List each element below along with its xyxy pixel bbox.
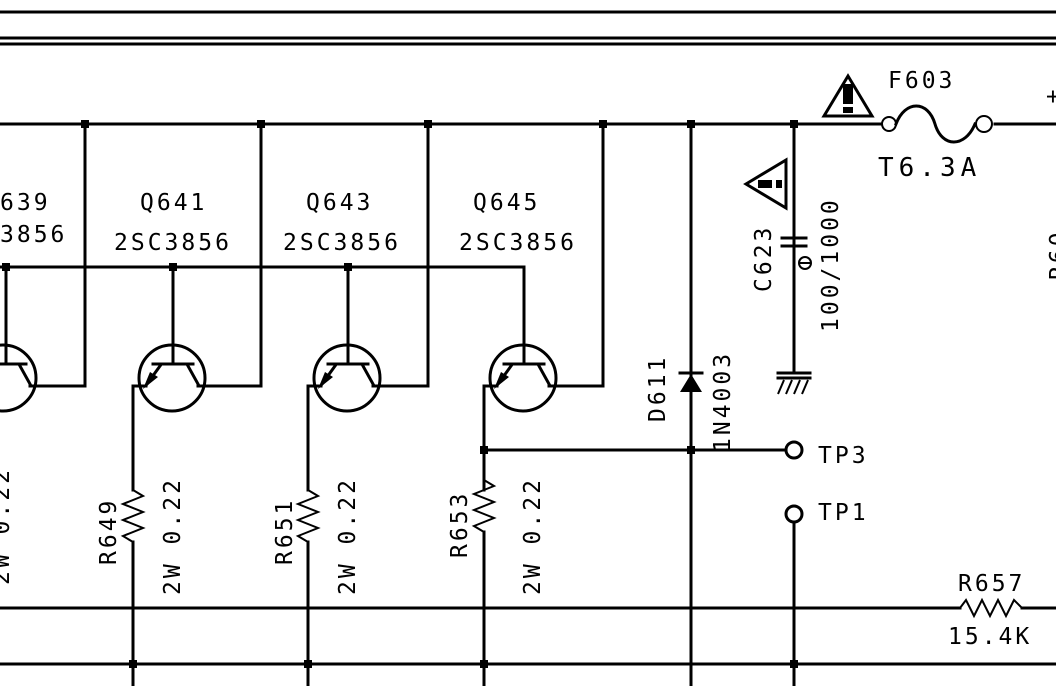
- bottom-rails: [0, 606, 1056, 668]
- resistor-ref: R649: [96, 498, 122, 565]
- resistor-ref: R651: [272, 498, 298, 565]
- safety-warning-icon: [743, 157, 788, 211]
- transistor-ref: Q645: [473, 190, 540, 216]
- transistor-ref: 639: [0, 190, 51, 216]
- resistor-r657: R657 15.4K: [948, 571, 1032, 650]
- resistor-value: 2W 0.22: [335, 477, 361, 595]
- test-point-label: TP3: [818, 443, 869, 469]
- edge-plus-sign: +: [1046, 84, 1056, 110]
- diode-d611: D611 1N4003: [645, 122, 736, 686]
- fuse-ref: F603: [888, 68, 955, 94]
- fuse-rating: T6.3A: [878, 153, 981, 183]
- resistor-partial: 2W 0.22: [0, 467, 15, 585]
- resistor-ref: R657: [958, 571, 1025, 597]
- transistor-ref: Q643: [306, 190, 373, 216]
- test-point-wiring: [480, 446, 788, 454]
- transistor-part: 2SC3856: [114, 230, 232, 256]
- transistor-q641: Q641 2SC3856: [114, 122, 263, 492]
- resistor-r653: R653 2W 0.22: [447, 477, 546, 686]
- resistor-r649: R649 2W 0.22: [96, 477, 186, 686]
- diode-part: 1N4003: [710, 351, 736, 452]
- capacitor-c623: C623 100/1000: [751, 122, 844, 374]
- edge-cut-label: R60: [1046, 229, 1056, 280]
- chassis-ground-icon: [776, 371, 812, 395]
- transistor-part: 2SC3856: [459, 230, 577, 256]
- capacitor-ref: C623: [751, 225, 777, 292]
- transistor-q639: 639 3856: [0, 122, 87, 413]
- resistor-r651: R651 2W 0.22: [272, 477, 361, 686]
- transistor-q645: Q645 2SC3856: [459, 122, 605, 492]
- capacitor-value: 100/1000: [818, 197, 844, 332]
- resistor-value: 2W 0.22: [520, 477, 546, 595]
- resistor-value: 2W 0.22: [0, 467, 15, 585]
- resistor-ref: R653: [447, 491, 473, 558]
- safety-warning-icon: [821, 73, 875, 118]
- diode-ref: D611: [645, 355, 671, 422]
- transistor-q643: Q643 2SC3856: [283, 122, 430, 492]
- header-rules: [0, 10, 1056, 46]
- transistor-part: 3856: [0, 222, 67, 248]
- transistor-part: 2SC3856: [283, 230, 401, 256]
- test-point-label: TP1: [818, 500, 869, 526]
- resistor-value: 2W 0.22: [160, 477, 186, 595]
- resistor-value: 15.4K: [948, 624, 1032, 650]
- test-point-tp3: TP3: [784, 440, 869, 469]
- transistor-ref: Q641: [140, 190, 207, 216]
- fuse-f603: F603 T6.3A: [878, 68, 993, 183]
- test-point-tp1: TP1: [784, 500, 869, 686]
